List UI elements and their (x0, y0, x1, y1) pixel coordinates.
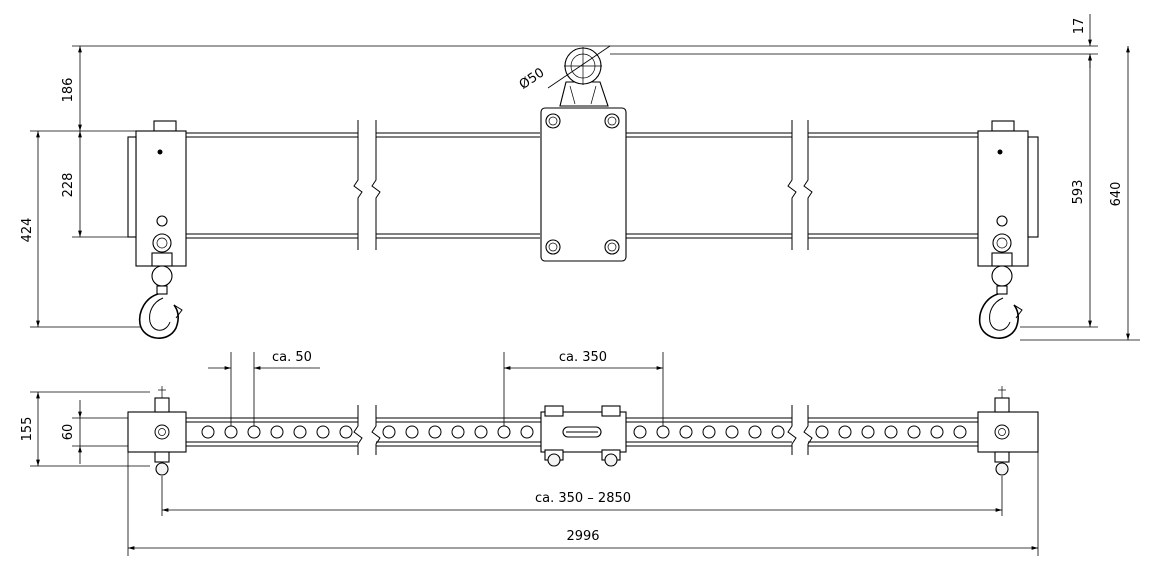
right-hook-icon (978, 293, 1023, 339)
dim-593: 593 (1071, 180, 1086, 205)
left-trolley (127, 120, 187, 295)
left-end-block (127, 386, 187, 476)
dim-ca50: ca. 50 (272, 350, 312, 365)
center-clamp (540, 405, 627, 467)
shackle-ring-icon (559, 47, 609, 107)
dim-ca350: ca. 350 (559, 350, 607, 365)
beam-top (186, 405, 978, 455)
dim-17: 17 (1072, 18, 1087, 35)
dim-60: 60 (61, 424, 76, 441)
dim-424: 424 (20, 218, 35, 243)
right-end-block (977, 386, 1039, 476)
right-trolley (977, 120, 1039, 295)
dim-range: ca. 350 – 2850 (535, 491, 631, 506)
center-plate (540, 107, 627, 262)
dim-155: 155 (20, 417, 35, 442)
dim-186: 186 (61, 78, 76, 103)
beam-front (186, 120, 978, 250)
dim-640: 640 (1109, 182, 1124, 207)
top-view (127, 386, 1039, 476)
dim-phi50: Ø50 (517, 65, 548, 92)
left-hook-icon (138, 293, 183, 339)
dim-228: 228 (61, 173, 76, 198)
top-dimensions: 155 60 ca. 50 ca. 350 ca. 350 – 2850 299… (20, 350, 1039, 556)
beam-holes (201, 425, 967, 439)
front-view (127, 47, 1039, 339)
dim-2996: 2996 (566, 529, 599, 544)
